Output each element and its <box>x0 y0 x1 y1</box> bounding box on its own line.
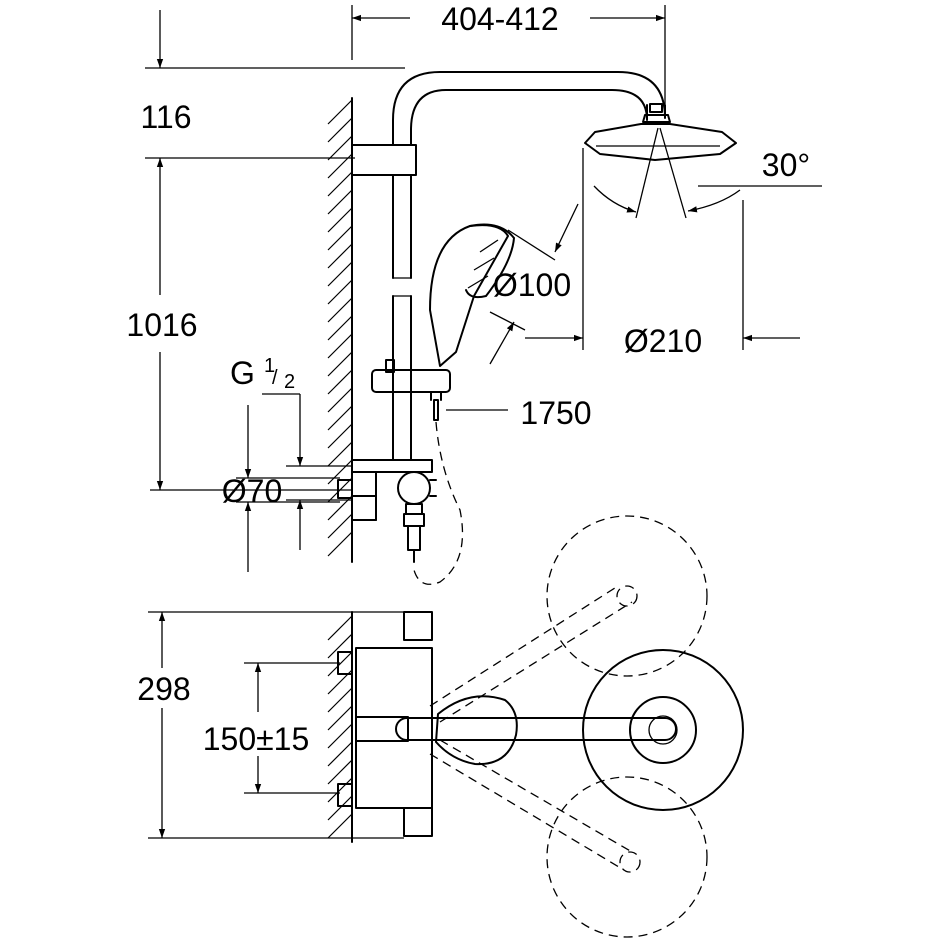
riser-rail <box>351 71 666 461</box>
wall-hatch-line <box>327 513 353 539</box>
hand-shower-diameter-label: Ø100 <box>493 267 571 303</box>
wall-hatch-line <box>327 117 353 143</box>
swivel-angle-label: 30° <box>762 147 810 183</box>
wall-hatch-line <box>327 459 353 485</box>
wall-bracket <box>351 144 417 176</box>
thread-denominator: 2 <box>284 371 295 393</box>
wall-hatch-line <box>327 279 353 305</box>
inlet-spacing-label: 150±15 <box>203 721 310 757</box>
wall-hatch-line <box>327 369 353 395</box>
thread-letter: G <box>230 355 255 391</box>
wall-hatch-line <box>327 705 353 731</box>
hand-shower <box>371 223 515 585</box>
hand-shower-top-view <box>435 695 518 766</box>
wall-hatch-line <box>327 723 353 749</box>
wall-hatch-line <box>327 741 353 767</box>
wall-hatch-line <box>327 441 353 467</box>
outlet-diameter-label: Ø70 <box>222 473 282 509</box>
wall-hatch-line <box>327 207 353 233</box>
wall-hatch-line <box>327 813 353 839</box>
upper-mixer <box>337 459 437 563</box>
hose-length-label: 1750 <box>520 395 591 431</box>
wall-hatch-line <box>327 351 353 377</box>
wall-hatch-line <box>327 387 353 413</box>
top-height-label: 116 <box>140 99 191 135</box>
upper-wall <box>327 97 353 563</box>
wall-hatch-line <box>327 171 353 197</box>
shower-hose <box>413 421 464 585</box>
wall-hatch-line <box>327 225 353 251</box>
head-diameter-label: Ø210 <box>624 323 702 359</box>
swivel-positions <box>429 515 708 938</box>
dim-swivel-angle: 30° <box>762 147 810 183</box>
dim-outlet-diameter: Ø70 <box>222 405 340 572</box>
wall-hatch-line <box>327 687 353 713</box>
wall-hatch-line <box>327 297 353 323</box>
dim-inlet-spacing: 150±15 <box>203 662 340 794</box>
wall-hatch-line <box>327 261 353 287</box>
wall-hatch-line <box>327 99 353 125</box>
thermostat-body <box>337 611 677 837</box>
hand-shower-slider <box>371 369 451 393</box>
wall-hatch-line <box>327 135 353 161</box>
wall-hatch-line <box>327 615 353 641</box>
rail-cross-section <box>395 717 677 741</box>
dim-head-diameter: Ø210 <box>525 148 800 359</box>
wall-hatch-line <box>327 777 353 803</box>
wall-hatch-line <box>327 423 353 449</box>
width-span-label: 404-412 <box>441 1 558 37</box>
wall-hatch-line <box>327 243 353 269</box>
head-shower <box>584 103 822 219</box>
rail-height-label: 1016 <box>126 307 197 343</box>
dim-rail-height: 1016 <box>126 158 352 491</box>
dim-width-span: 404-412 <box>351 1 666 104</box>
dim-thread: G 1 / 2 <box>230 355 352 550</box>
wall-hatch-line <box>327 795 353 821</box>
wall-hatch-line <box>327 315 353 341</box>
svg-text:/: / <box>272 367 278 389</box>
thread-numerator: 1 <box>264 355 275 377</box>
wall-hatch-line <box>327 405 353 431</box>
dim-hose-length: 1750 <box>446 395 592 431</box>
body-height-label: 298 <box>137 671 190 707</box>
wall-hatch-line <box>327 531 353 557</box>
wall-hatch-line <box>327 633 353 659</box>
dim-body-height: 298 <box>137 611 404 839</box>
head-shower-top-view <box>582 649 744 811</box>
dim-top-height: 116 <box>140 10 405 159</box>
dim-hand-shower-diameter: Ø100 <box>489 203 579 365</box>
wall-hatch-line <box>327 759 353 785</box>
wall-hatch-line <box>327 651 353 677</box>
wall-hatch-line <box>327 333 353 359</box>
lower-wall <box>327 611 353 843</box>
wall-hatch-line <box>327 189 353 215</box>
